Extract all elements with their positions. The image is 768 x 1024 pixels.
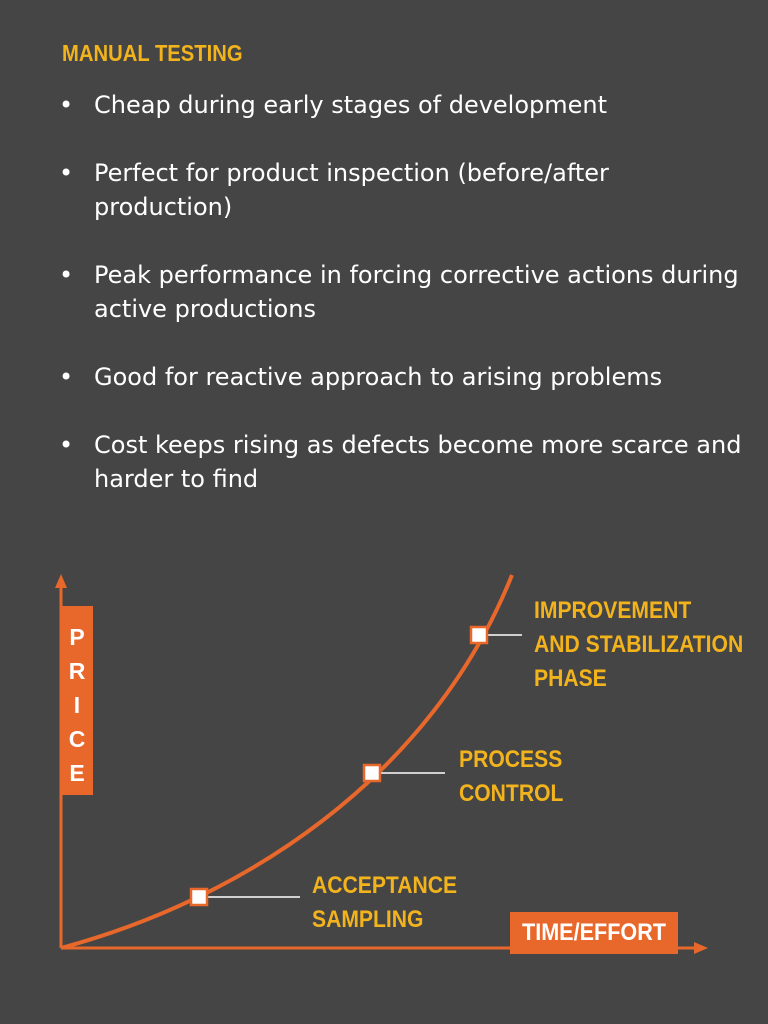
y-axis-letter: E: [69, 760, 85, 786]
cost-curve: [60, 574, 514, 950]
phase-label-process-control: PROCESS CONTROL: [459, 743, 563, 811]
bullet-item: • Peak performance in forcing corrective…: [56, 258, 746, 326]
bullet-item: • Cost keeps rising as defects become mo…: [56, 428, 746, 496]
y-axis-letter: P: [69, 624, 85, 650]
marker-acceptance-sampling: [189, 887, 209, 907]
bullet-icon: •: [59, 363, 74, 391]
phase-label-line: IMPROVEMENT: [534, 597, 692, 624]
phase-label-line: AND STABILIZATION: [534, 631, 744, 658]
bullet-item: • Cheap during early stages of developme…: [56, 88, 746, 122]
phase-label-line: SAMPLING: [312, 906, 424, 933]
heading: MANUAL TESTING: [62, 40, 243, 66]
marker-process-control: [362, 763, 382, 783]
bullet-text: Peak performance in forcing corrective a…: [94, 261, 739, 323]
y-axis-letter: R: [68, 658, 86, 684]
y-axis-label: P R I C E: [61, 606, 93, 795]
bullet-text: Good for reactive approach to arising pr…: [94, 363, 663, 391]
phase-label-improvement: IMPROVEMENT AND STABILIZATION PHASE: [534, 594, 743, 696]
y-axis-arrowhead-icon: [55, 574, 67, 588]
phase-label-line: PROCESS: [459, 746, 563, 773]
x-axis-arrowhead-icon: [694, 942, 708, 954]
bullet-icon: •: [59, 91, 74, 119]
bullet-text: Cheap during early stages of development: [94, 91, 608, 119]
phase-label-line: PHASE: [534, 665, 607, 692]
bullet-icon: •: [59, 261, 74, 289]
bullet-item: • Perfect for product inspection (before…: [56, 156, 746, 224]
phase-label-line: CONTROL: [459, 780, 564, 807]
y-axis-letter: I: [73, 692, 81, 718]
bullet-icon: •: [59, 431, 74, 459]
bullet-item: • Good for reactive approach to arising …: [56, 360, 746, 394]
bullet-text: Perfect for product inspection (before/a…: [94, 159, 609, 221]
x-axis-label-text: TIME/EFFORT: [521, 919, 666, 946]
y-axis-letter: C: [68, 726, 86, 752]
x-axis-label: TIME/EFFORT: [510, 912, 678, 954]
bullet-list: • Cheap during early stages of developme…: [56, 88, 746, 530]
phase-label-acceptance-sampling: ACCEPTANCE SAMPLING: [312, 869, 457, 937]
bullet-icon: •: [59, 159, 74, 187]
marker-improvement-phase: [469, 625, 489, 645]
phase-label-line: ACCEPTANCE: [312, 872, 458, 899]
bullet-text: Cost keeps rising as defects become more…: [94, 431, 742, 493]
